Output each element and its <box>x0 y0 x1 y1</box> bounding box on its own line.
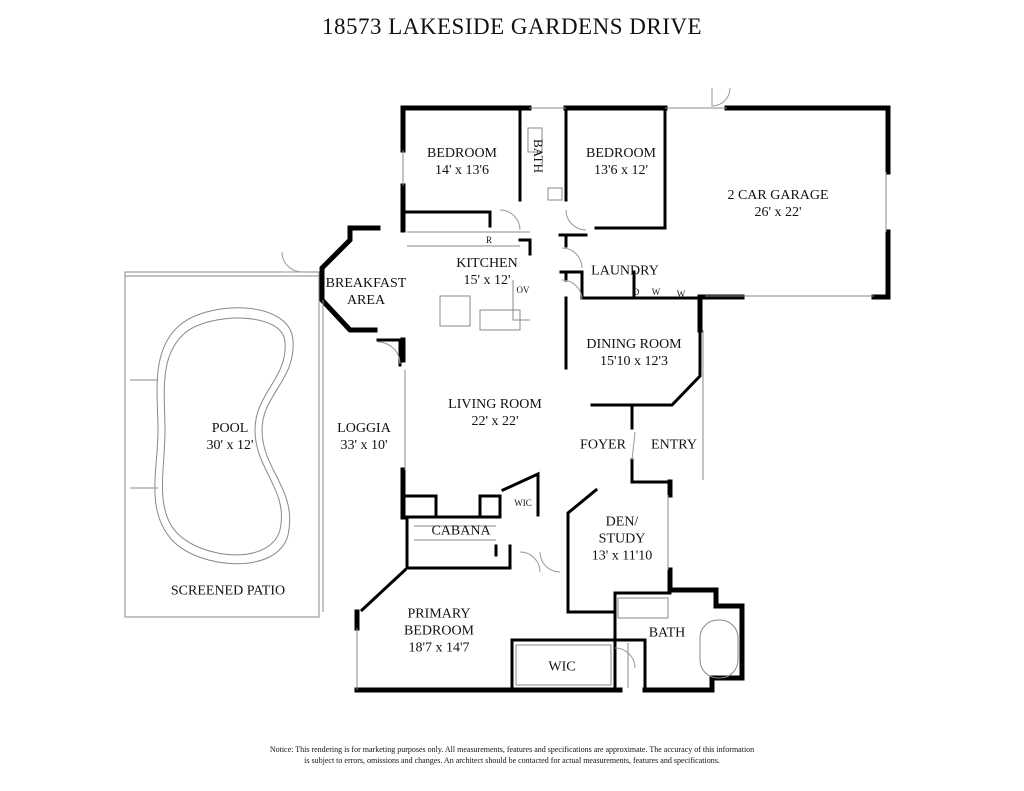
interior-walls <box>359 108 702 692</box>
door-swings <box>281 87 731 669</box>
room-name-line1: PRIMARY <box>407 606 471 622</box>
washer-label-2: W <box>676 289 686 299</box>
disclaimer-notice: Notice: This rendering is for marketing … <box>0 744 1024 766</box>
room-primary-bath: BATH <box>648 625 686 641</box>
room-dims: 33' x 10' <box>340 438 388 453</box>
room-name: LIVING ROOM <box>448 397 542 412</box>
room-dims: 18'7 x 14'7 <box>408 640 470 656</box>
room-living: LIVING ROOM 22' x 22' <box>448 396 542 430</box>
room-name: DINING ROOM <box>586 337 682 352</box>
room-name: BEDROOM <box>585 146 657 161</box>
room-name-line1: BREAKFAST <box>325 276 407 291</box>
notice-line-2: is subject to errors, omissions and chan… <box>304 756 720 765</box>
room-bedroom-2: BEDROOM 13'6 x 12' <box>586 145 656 179</box>
notice-line-1: Notice: This rendering is for marketing … <box>269 745 755 754</box>
room-name-line2: BEDROOM <box>403 623 475 639</box>
room-garage: 2 CAR GARAGE 26' x 22' <box>727 187 828 221</box>
room-pool: POOL 30' x 12' <box>206 420 253 454</box>
washer-label: W <box>651 287 661 297</box>
room-bath-top: BATH <box>531 139 546 173</box>
cabana-wic-label: WIC <box>514 498 532 508</box>
room-dims: 26' x 22' <box>754 205 802 220</box>
room-dims: 30' x 12' <box>206 438 254 453</box>
thin-lines <box>124 107 887 690</box>
room-dims: 13' x 11'10 <box>591 548 653 564</box>
room-name: 2 CAR GARAGE <box>727 188 829 203</box>
room-dims: 15'10 x 12'3 <box>599 354 669 369</box>
exterior-walls <box>319 105 891 693</box>
room-kitchen: KITCHEN 15' x 12' <box>456 255 517 289</box>
room-loggia: LOGGIA 33' x 10' <box>337 420 391 454</box>
room-screened-patio: SCREENED PATIO <box>170 583 286 599</box>
room-dining: DINING ROOM 15'10 x 12'3 <box>586 336 681 370</box>
room-entry: ENTRY <box>651 437 697 453</box>
room-breakfast-area: BREAKFAST AREA <box>326 275 407 309</box>
room-primary-wic: WIC <box>548 659 576 675</box>
plan-title: 18573 LAKESIDE GARDENS DRIVE <box>321 14 703 39</box>
room-cabana: CABANA <box>431 523 491 539</box>
dryer-label: D <box>632 287 640 297</box>
room-dims: 13'6 x 12' <box>593 163 649 178</box>
oven-label: OV <box>516 285 530 295</box>
room-name: KITCHEN <box>456 256 518 271</box>
room-name: BEDROOM <box>426 146 498 161</box>
room-foyer: FOYER <box>580 437 626 453</box>
room-name: POOL <box>211 421 249 436</box>
room-name-line1: DEN/ <box>605 514 639 530</box>
room-dims: 14' x 13'6 <box>434 163 490 178</box>
fridge-label: R <box>485 235 493 245</box>
room-primary-bedroom: PRIMARY BEDROOM 18'7 x 14'7 <box>404 606 474 657</box>
room-dims: 15' x 12' <box>463 273 511 288</box>
room-name-line2: STUDY <box>598 531 646 547</box>
room-laundry: LAUNDRY <box>591 263 659 279</box>
room-name: LOGGIA <box>337 421 391 436</box>
room-dims: 22' x 22' <box>471 414 519 429</box>
room-den-study: DEN/ STUDY 13' x 11'10 <box>592 514 653 565</box>
room-bedroom-1: BEDROOM 14' x 13'6 <box>427 145 497 179</box>
room-name-line2: AREA <box>346 293 386 308</box>
